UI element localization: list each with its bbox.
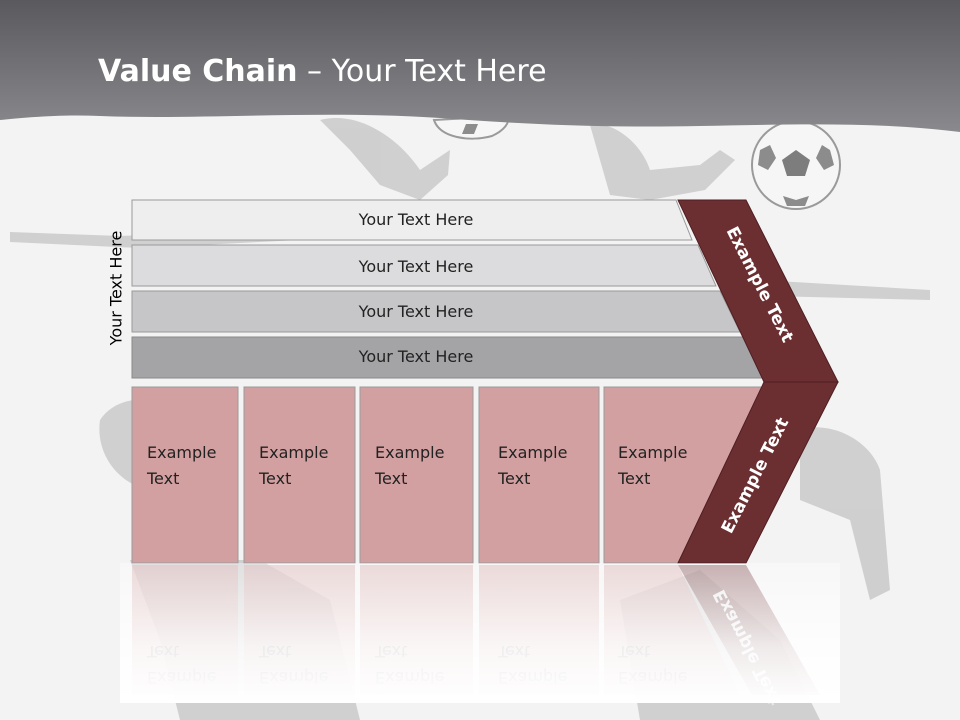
primary-box: Example Text	[131, 386, 239, 564]
primary-box-line1: Example	[375, 443, 444, 462]
header-band	[0, 0, 960, 132]
primary-box-line1: Example	[498, 443, 567, 462]
primary-box: Example Text	[359, 386, 474, 564]
primary-box-shape	[359, 386, 474, 564]
support-row-shape	[131, 199, 693, 241]
primary-box-line2: Text	[258, 469, 291, 488]
primary-box-line1: Example	[618, 443, 687, 462]
primary-box-line1: Example	[259, 443, 328, 462]
slide-title: Value Chain – Your Text Here	[98, 54, 547, 89]
primary-box-shape	[478, 386, 600, 564]
support-row-label: Your Text Here	[358, 257, 474, 276]
primary-box-shape	[131, 386, 239, 564]
support-row-label: Your Text Here	[358, 347, 474, 366]
support-row: Your Text Here	[131, 290, 741, 333]
soccer-ball-icon	[432, 114, 510, 140]
primary-box-line2: Text	[497, 469, 530, 488]
primary-box-shape	[243, 386, 356, 564]
support-row-shape	[131, 244, 717, 287]
title-bold: Value Chain	[98, 54, 298, 89]
support-row-label: Your Text Here	[358, 210, 474, 229]
support-row: Your Text Here	[131, 244, 717, 287]
primary-box: Example Text	[603, 386, 763, 564]
support-row-label: Your Text Here	[358, 302, 474, 321]
title-rest: – Your Text Here	[297, 54, 547, 89]
soccer-ball-icon	[751, 120, 841, 210]
primary-box: Example Text	[243, 386, 356, 564]
primary-box-line1: Example	[147, 443, 216, 462]
primary-box-line2: Text	[146, 469, 179, 488]
primary-box: Example Text	[478, 386, 600, 564]
support-row: Your Text Here	[131, 336, 765, 379]
support-row: Your Text Here	[131, 199, 693, 241]
primary-box-line2: Text	[617, 469, 650, 488]
primary-box-line2: Text	[374, 469, 407, 488]
reflection-fade	[120, 563, 840, 703]
